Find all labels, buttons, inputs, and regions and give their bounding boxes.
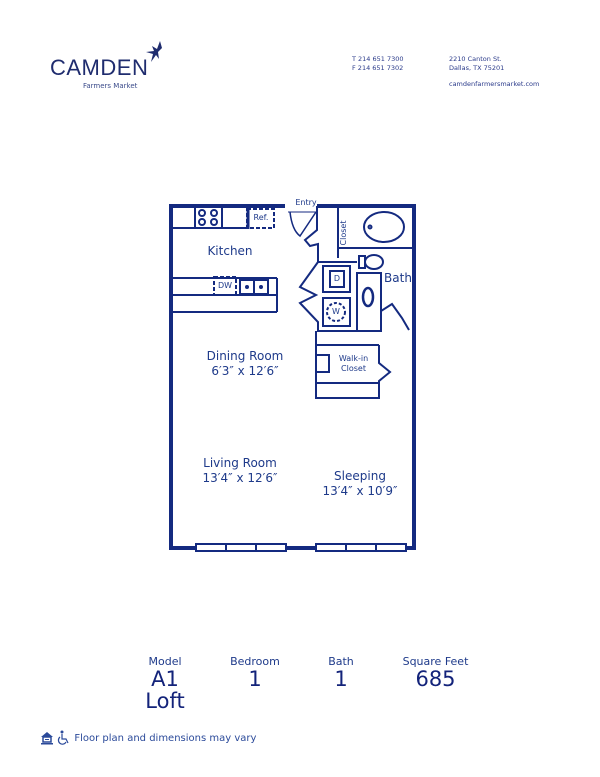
disclaimer-text: Floor plan and dimensions may vary bbox=[74, 733, 257, 744]
equal-housing-icon bbox=[41, 732, 53, 745]
sleeping-label: Sleeping 13′4″ x 10′9″ bbox=[322, 469, 398, 498]
brand-logo-text: CAMDEN bbox=[50, 55, 149, 80]
model-value: A1 bbox=[151, 667, 179, 691]
website-link[interactable]: camdenfarmersmarket.com bbox=[449, 80, 540, 88]
washer-label: W bbox=[332, 307, 340, 316]
spec-bath: Bath 1 bbox=[328, 655, 354, 691]
phone-number: T 214 651 7300 bbox=[352, 55, 404, 63]
walkin-closet-label: Walk-in Closet bbox=[338, 354, 369, 373]
address-line1: 2210 Canton St. bbox=[449, 55, 502, 63]
bath-label: Bath bbox=[384, 271, 412, 285]
phone-block: T 214 651 7300 F 214 651 7302 bbox=[352, 55, 404, 73]
address-line2: Dallas, TX 75201 bbox=[449, 64, 505, 72]
address-block: 2210 Canton St. Dallas, TX 75201 bbox=[449, 55, 504, 73]
wheelchair-accessible-icon bbox=[58, 730, 69, 745]
living-room-label: Living Room 13′4″ x 12′6″ bbox=[202, 456, 278, 485]
model-value-2: Loft bbox=[145, 689, 185, 713]
dryer-label: D bbox=[333, 274, 341, 283]
dining-room-label: Dining Room 6′3″ x 12′6″ bbox=[206, 349, 284, 378]
spec-bedroom: Bedroom 1 bbox=[230, 655, 280, 691]
community-name: Farmers Market bbox=[83, 82, 138, 90]
dishwasher-label: DW bbox=[217, 281, 233, 290]
hummingbird-icon bbox=[146, 41, 162, 62]
spec-model: Model A1 Loft bbox=[135, 655, 195, 712]
kitchen-label: Kitchen bbox=[207, 244, 253, 258]
refrigerator-label: Ref. bbox=[253, 213, 269, 222]
spec-square-feet: Square Feet 685 bbox=[402, 655, 469, 691]
entry-label: Entry bbox=[295, 198, 317, 207]
footer: Floor plan and dimensions may vary bbox=[40, 730, 256, 746]
fax-number: F 214 651 7302 bbox=[352, 64, 404, 72]
closet-label: Closet bbox=[339, 220, 348, 246]
